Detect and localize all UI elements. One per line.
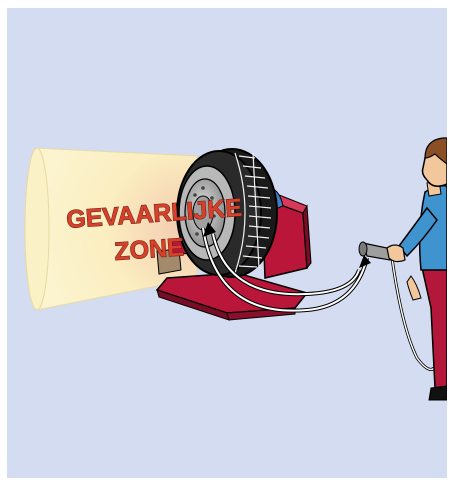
illustration-panel: GEVAARLIJKE ZONE [7, 8, 447, 478]
danger-label-line2: ZONE [113, 233, 184, 266]
safety-illustration: GEVAARLIJKE ZONE [7, 8, 447, 478]
worker [387, 138, 447, 400]
